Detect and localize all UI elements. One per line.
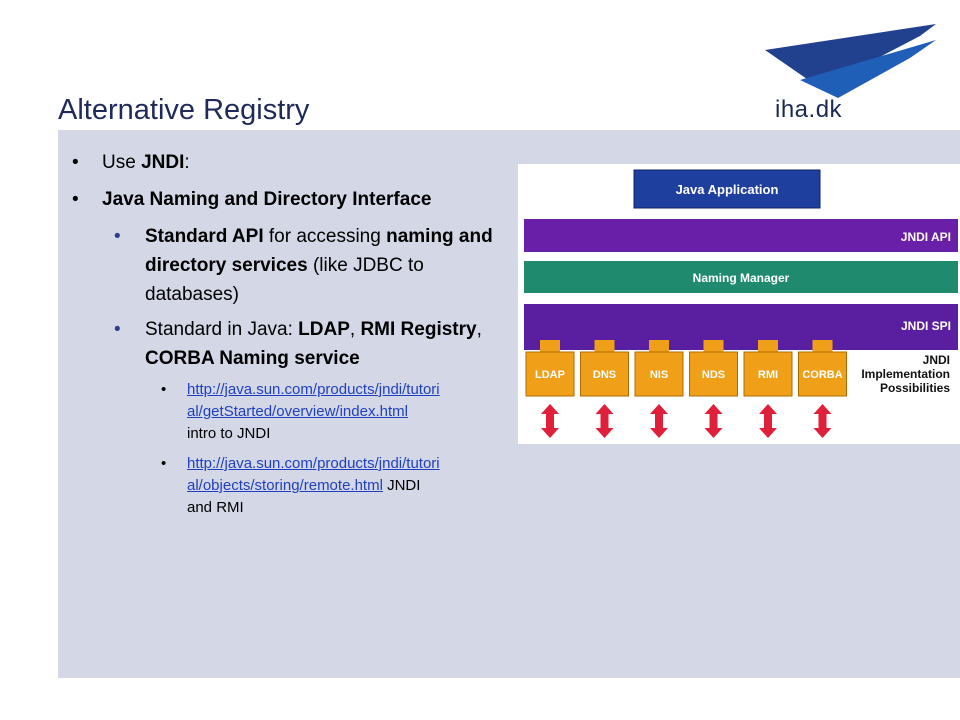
logo-text: iha.dk [775, 96, 843, 123]
provider-box-ldap [525, 351, 575, 397]
naming-manager-label: Naming Manager [693, 271, 790, 285]
provider-tab-corba [812, 340, 833, 354]
implementation-label-bg [844, 350, 960, 398]
provider-label-ldap: LDAP [535, 369, 565, 381]
jndi-architecture-diagram: Java Application JNDI API Naming Manager… [518, 164, 960, 444]
remote-link[interactable]: http://java.sun.com/products/jndi/tutori… [187, 455, 440, 494]
service-providers: LDAP DNS NIS NDS RMI CORBA [525, 340, 847, 438]
provider-tab-nds [703, 340, 724, 354]
impl-label-line3: Possibilities [880, 381, 950, 395]
iha-logo [765, 24, 936, 98]
impl-label-line1: JNDI [923, 353, 950, 367]
double-arrow-icon [650, 404, 668, 438]
link-item-remote: http://java.sun.com/products/jndi/tutori… [62, 453, 512, 519]
double-arrow-icon [595, 404, 614, 438]
jndi-api-bar [524, 219, 958, 252]
remote-link-description: and RMI [187, 499, 244, 516]
provider-tab-dns [594, 340, 615, 354]
bullet-use-jndi: Use JNDI: [62, 148, 512, 177]
provider-label-nis: NIS [650, 369, 668, 381]
provider-label-dns: DNS [593, 369, 616, 381]
provider-tab-rmi [758, 340, 778, 354]
double-arrow-icon [759, 404, 777, 438]
logo-wing-2 [800, 40, 936, 98]
double-arrow-icon [813, 404, 832, 438]
java-application-box [633, 169, 821, 209]
impl-label-line2: Implementation [861, 367, 950, 381]
provider-label-corba: CORBA [802, 369, 842, 381]
overview-link-description: intro to JNDI [187, 425, 271, 442]
page-title: Alternative Registry [58, 94, 310, 126]
provider-tab-ldap [540, 340, 560, 354]
provider-label-nds: NDS [702, 369, 725, 381]
double-arrow-icon [704, 404, 723, 438]
bullet-list: Use JNDI: Java Naming and Directory Inte… [62, 148, 512, 527]
subbullet-standard-api: Standard API for accessing naming and di… [62, 222, 512, 309]
provider-label-rmi: RMI [758, 369, 778, 381]
provider-box-nds [689, 351, 738, 397]
provider-tab-nis [649, 340, 669, 354]
naming-manager-bar [524, 261, 958, 293]
java-application-label: Java Application [676, 182, 779, 197]
link-item-overview: http://java.sun.com/products/jndi/tutori… [62, 379, 512, 445]
jndi-spi-bar [524, 304, 958, 350]
provider-box-nis [634, 351, 684, 397]
provider-box-rmi [743, 351, 793, 397]
logo-wing-1 [765, 24, 936, 88]
subbullet-standard-in-java: Standard in Java: LDAP, RMI Registry, CO… [62, 315, 512, 373]
overview-link[interactable]: http://java.sun.com/products/jndi/tutori… [187, 381, 440, 420]
jndi-api-label: JNDI API [901, 230, 951, 244]
provider-box-dns [580, 351, 629, 397]
jndi-spi-label: JNDI SPI [901, 319, 951, 333]
bullet-jndi-full-name: Java Naming and Directory Interface [62, 185, 512, 214]
provider-box-corba [798, 351, 847, 397]
double-arrow-icon [541, 404, 559, 438]
